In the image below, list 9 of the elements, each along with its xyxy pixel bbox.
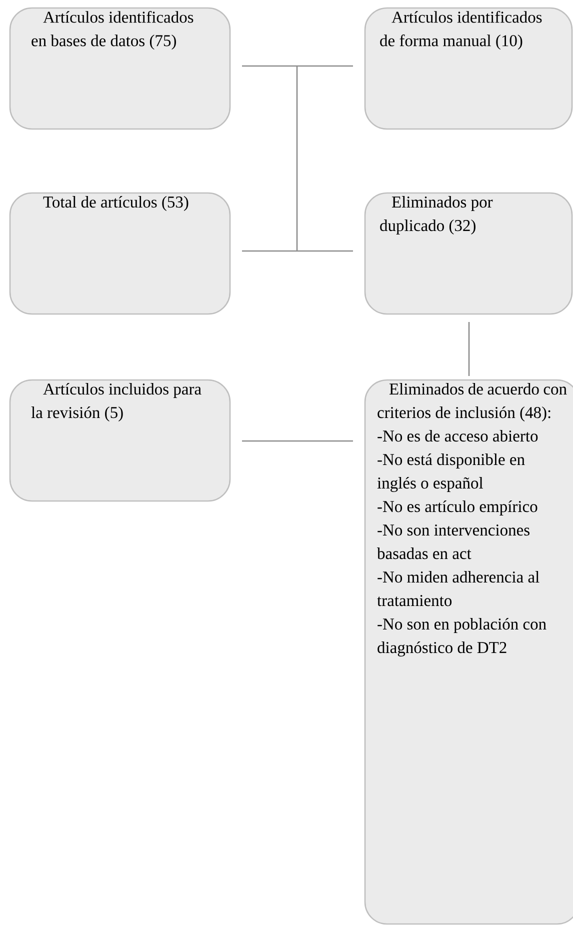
process-box: Total de artículos (53) xyxy=(9,192,231,315)
process-box: Artículos incluidos para la revisión (5) xyxy=(9,379,231,502)
process-box: Eliminados de acuerdo con criterios de inclusión (48): -No es de acceso abierto -No está disponible en inglés o español -No es artículo empírico -No son intervenciones basadas en act -No miden adherencia al tratamiento -No son en población con diagnóstico de DT2 xyxy=(364,379,573,925)
process-box: Artículos identificados de forma manual (10) xyxy=(364,7,573,130)
process-box: Eliminados por duplicado (32) xyxy=(364,192,573,315)
connector-line xyxy=(241,65,354,252)
process-box: Artículos identificados en bases de datos (75) xyxy=(9,7,231,130)
connector-line xyxy=(242,440,353,442)
connector-line xyxy=(468,322,470,376)
